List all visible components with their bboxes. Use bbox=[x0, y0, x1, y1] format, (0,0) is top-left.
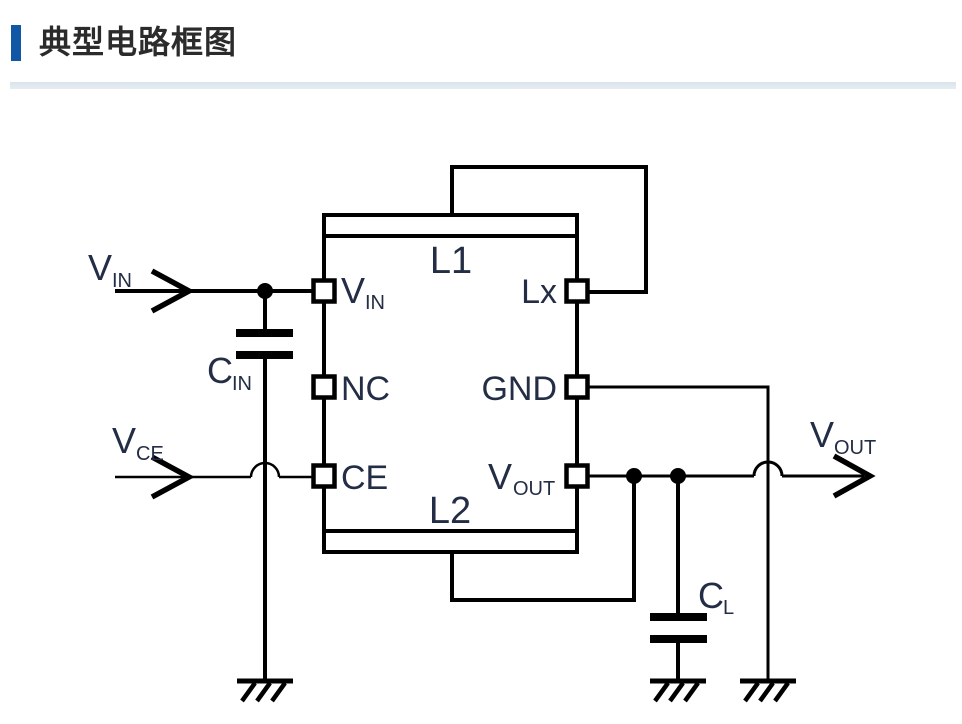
pin-label-vout-sub: OUT bbox=[513, 478, 555, 500]
pin-square-lx bbox=[564, 278, 590, 304]
l2-return-wire bbox=[450, 476, 636, 602]
pin-label-vin-sub: IN bbox=[365, 292, 385, 314]
ground-hatch bbox=[683, 681, 700, 703]
ground-symbol-right bbox=[740, 678, 796, 703]
cin-branch bbox=[236, 291, 293, 679]
signal-label-vin: V bbox=[88, 247, 112, 288]
vce-arrow-icon bbox=[150, 454, 195, 500]
signal-label-vout-sub: OUT bbox=[834, 437, 876, 459]
gnd-net bbox=[586, 385, 770, 679]
section-divider bbox=[10, 82, 956, 89]
vin-arrow-icon bbox=[150, 268, 195, 314]
pin-label-gnd: GND bbox=[481, 370, 557, 408]
l2-return-path bbox=[450, 476, 636, 602]
ground-hatch bbox=[668, 681, 685, 703]
pin-square-gnd bbox=[564, 374, 590, 400]
cl-branch bbox=[650, 476, 707, 679]
ic-pins bbox=[311, 278, 590, 489]
vout-junction-dot-1 bbox=[626, 468, 642, 484]
pin-label-ce: CE bbox=[341, 459, 388, 497]
vout-output-net bbox=[586, 453, 876, 499]
vout-wire-hop bbox=[752, 460, 784, 477]
pin-square-ce bbox=[311, 463, 337, 489]
ground-hatch bbox=[240, 681, 257, 703]
inductor-l2-label: L2 bbox=[429, 490, 471, 532]
pin-label-nc: NC bbox=[341, 370, 390, 408]
pin-square-vin bbox=[311, 278, 337, 304]
inductor-l1-label: L1 bbox=[430, 240, 472, 282]
signal-label-vout: V bbox=[810, 414, 834, 455]
pin-label-lx: Lx bbox=[521, 273, 557, 311]
signal-label-vce: V bbox=[112, 420, 136, 461]
signal-label-vin-sub: IN bbox=[112, 270, 132, 292]
pin-square-vout bbox=[564, 463, 590, 489]
ground-hatch bbox=[758, 681, 775, 703]
ground-hatch bbox=[773, 681, 790, 703]
pin-label-vin: V bbox=[341, 270, 365, 311]
ground-symbol-cl bbox=[650, 678, 706, 703]
component-label-cin: C bbox=[207, 350, 233, 391]
ground-hatch bbox=[270, 681, 287, 703]
l1-external-loop bbox=[450, 165, 648, 294]
vce-wire-hop bbox=[249, 461, 281, 478]
vin-input-net bbox=[115, 268, 313, 314]
ground-hatch bbox=[653, 681, 670, 703]
gnd-wire bbox=[586, 385, 770, 679]
component-label-cin-sub: IN bbox=[232, 373, 252, 395]
page-title: 典型电路框图 bbox=[39, 24, 238, 60]
component-label-cl-sub: L bbox=[723, 597, 734, 619]
ground-symbol-left bbox=[237, 678, 293, 703]
l1-loop-wire bbox=[450, 165, 648, 294]
vce-input-net bbox=[115, 454, 313, 500]
pin-label-vout: V bbox=[488, 456, 512, 497]
signal-label-vce-sub: CE bbox=[136, 443, 164, 465]
title-accent-bar bbox=[11, 25, 21, 61]
component-label-cl: C bbox=[698, 575, 724, 616]
ground-hatch bbox=[743, 681, 760, 703]
pin-square-nc bbox=[311, 374, 337, 400]
vout-arrow-icon bbox=[832, 453, 876, 499]
ground-hatch bbox=[255, 681, 272, 703]
